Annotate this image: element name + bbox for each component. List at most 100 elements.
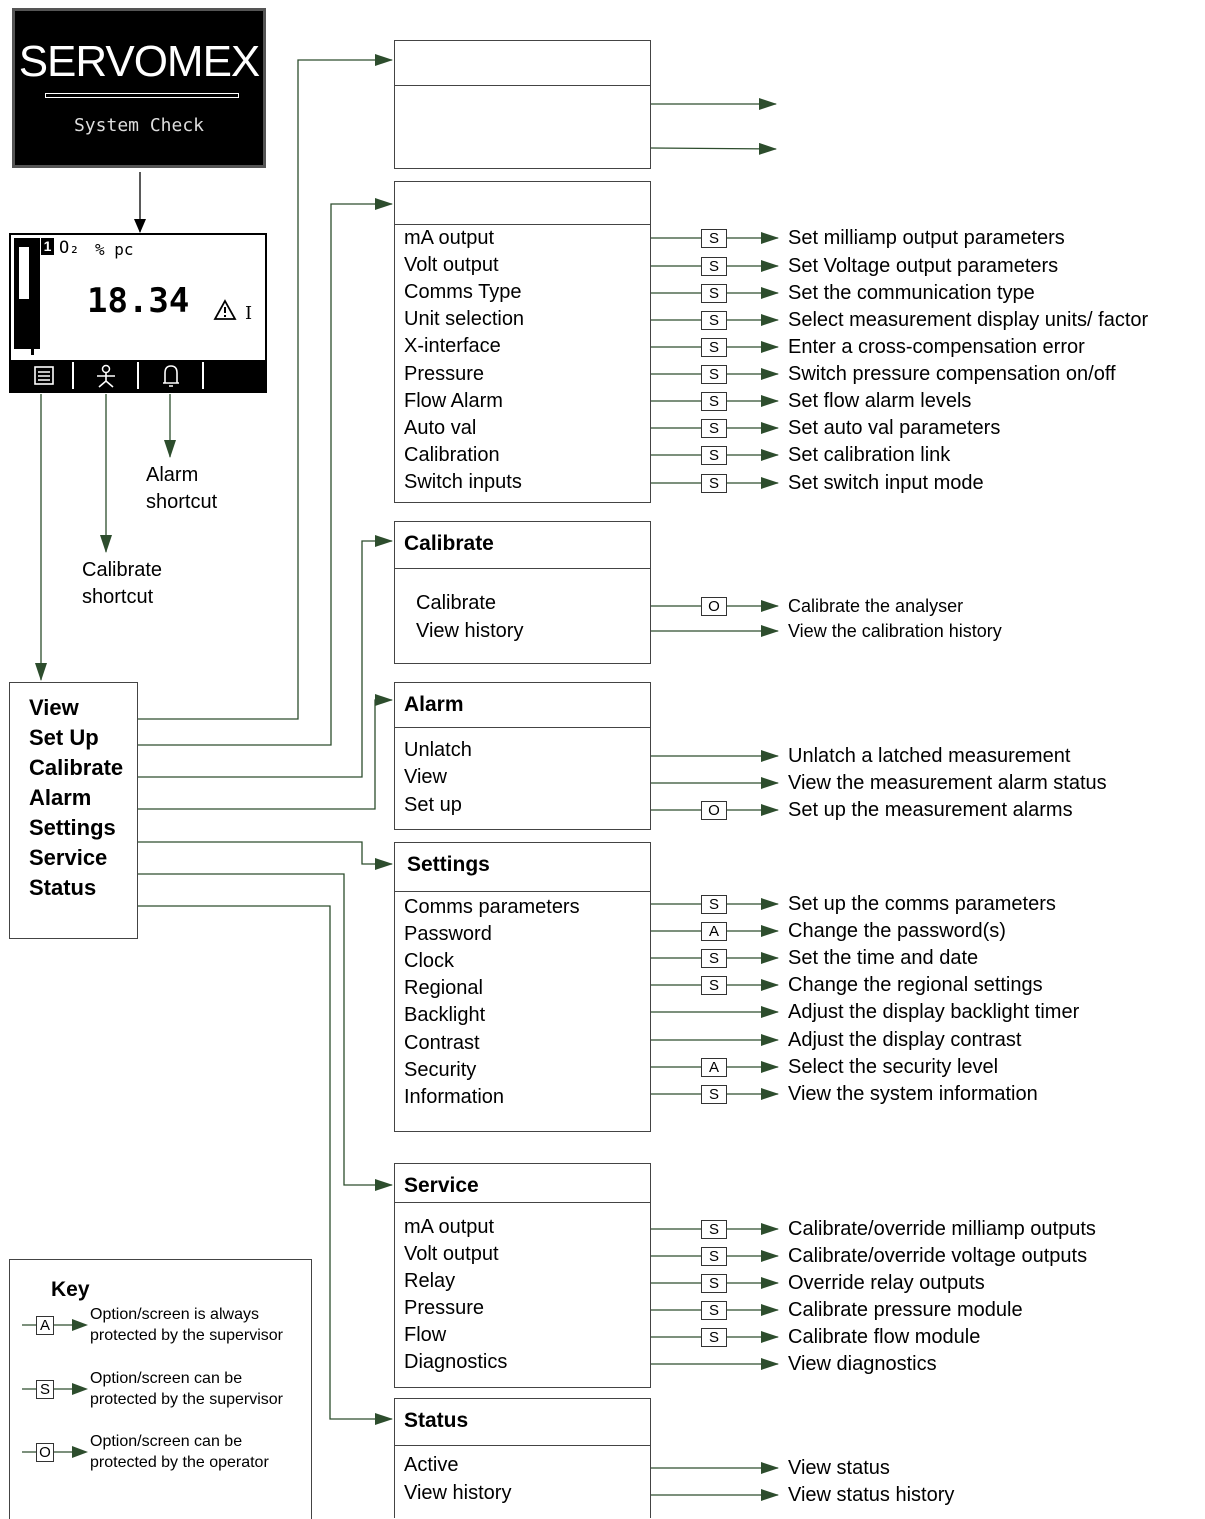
service-menu-title: Service [404, 1174, 479, 1197]
settings-clock-item[interactable]: Clock [404, 950, 455, 972]
service-ma-output-access-tag: S [701, 1220, 727, 1239]
service-pressure-item[interactable]: Pressure [404, 1297, 485, 1319]
settings-information-description: View the system information [788, 1083, 1038, 1105]
status-view-history-item[interactable]: View history [404, 1482, 512, 1504]
setup-pressure-description: Switch pressure compensation on/off [788, 363, 1116, 385]
setup-calibration-item[interactable]: Calibration [404, 444, 500, 466]
setup-ma-output-description: Set milliamp output parameters [788, 227, 1065, 249]
gas-label: O₂ [59, 238, 80, 258]
key-entry-a-arrow [22, 1319, 88, 1331]
bargraph-tick [31, 349, 34, 355]
units-label: % pc [95, 240, 134, 259]
settings-information-item[interactable]: Information [404, 1086, 505, 1108]
setup-pressure-item[interactable]: Pressure [404, 363, 485, 385]
setup-flow-alarm-item[interactable]: Flow Alarm [404, 390, 503, 412]
setup-volt-output-access-tag: S [701, 257, 727, 276]
softkey-calibrate[interactable] [75, 362, 139, 389]
setup-switch-inputs-item[interactable]: Switch inputs [404, 471, 522, 493]
servomex-logo: SERVOMEX [18, 37, 261, 86]
setup-flow-alarm-description: Set flow alarm levels [788, 390, 972, 412]
setup-x-interface-item[interactable]: X-interface [404, 335, 501, 357]
key-entry-a-tag: A [36, 1316, 54, 1335]
service-flow-access-tag: S [701, 1328, 727, 1347]
main-menu-item-view[interactable]: View [29, 695, 79, 720]
splash-subtitle: System Check [73, 115, 205, 136]
setup-auto-val-item[interactable]: Auto val [404, 417, 477, 439]
softkey-alarm[interactable] [140, 362, 204, 389]
main-menu-item-service[interactable]: Service [29, 845, 108, 870]
main-menu-item-calibrate[interactable]: Calibrate [29, 755, 124, 780]
channel-number: 1 [41, 238, 54, 255]
setup-unit-selection-access-tag: S [701, 311, 727, 330]
service-diagnostics-item[interactable]: Diagnostics [404, 1351, 508, 1373]
alarm-view-description: View the measurement alarm status [788, 772, 1107, 794]
alarm-shortcut-label: Alarm shortcut [146, 464, 218, 513]
alarm-unlatch-item[interactable]: Unlatch [404, 739, 472, 761]
key-entry-s-arrow [22, 1383, 88, 1395]
main-menu-item-settings[interactable]: Settings [29, 815, 116, 840]
setup-comms-type-access-tag: S [701, 284, 727, 303]
key-title: Key [51, 1278, 90, 1301]
alarm-menu-box: Alarm [394, 682, 651, 830]
service-relay-access-tag: S [701, 1274, 727, 1293]
setup-comms-type-item[interactable]: Comms Type [404, 281, 522, 303]
status-active-item[interactable]: Active [404, 1454, 459, 1476]
settings-contrast-item[interactable]: Contrast [404, 1032, 480, 1054]
setup-unit-selection-item[interactable]: Unit selection [404, 308, 525, 330]
softkey-menu[interactable] [14, 362, 74, 389]
setup-volt-output-description: Set Voltage output parameters [788, 255, 1059, 277]
person-icon [97, 364, 115, 388]
view-menu-box [394, 40, 651, 169]
service-volt-output-item[interactable]: Volt output [404, 1243, 499, 1265]
settings-regional-description: Change the regional settings [788, 974, 1043, 996]
settings-comms-parameters-item[interactable]: Comms parameters [404, 896, 580, 918]
key-box: Key A Option/screen is always protected b… [9, 1259, 312, 1519]
alarm-menu-title: Alarm [404, 693, 464, 716]
service-ma-output-item[interactable]: mA output [404, 1216, 495, 1238]
service-flow-item[interactable]: Flow [404, 1324, 447, 1346]
calibrate-menu-title: Calibrate [404, 532, 494, 555]
settings-security-item[interactable]: Security [404, 1059, 477, 1081]
settings-contrast-description: Adjust the display contrast [788, 1029, 1022, 1051]
key-entry-a-text: Option/screen is always protected by the… [90, 1306, 283, 1344]
settings-information-access-tag: S [701, 1085, 727, 1104]
service-relay-description: Override relay outputs [788, 1272, 985, 1294]
alarm-set-up-description: Set up the measurement alarms [788, 799, 1073, 821]
calibrate-calibrate-item[interactable]: Calibrate [416, 592, 497, 614]
settings-clock-description: Set the time and date [788, 947, 979, 969]
settings-comms-parameters-access-tag: S [701, 895, 727, 914]
setup-pressure-access-tag: S [701, 365, 727, 384]
settings-security-access-tag: A [701, 1058, 727, 1077]
main-menu-item-status[interactable]: Status [29, 875, 97, 900]
main-menu-item-alarm[interactable]: Alarm [29, 785, 92, 810]
softkey-blank[interactable] [205, 362, 263, 389]
setup-ma-output-item[interactable]: mA output [404, 227, 495, 249]
settings-regional-item[interactable]: Regional [404, 977, 483, 999]
service-pressure-access-tag: S [701, 1301, 727, 1320]
status-view-history-description: View status history [788, 1484, 955, 1506]
alarm-set-up-access-tag: O [701, 801, 727, 820]
alarm-view-item[interactable]: View [404, 766, 447, 788]
service-volt-output-access-tag: S [701, 1247, 727, 1266]
setup-volt-output-item[interactable]: Volt output [404, 254, 499, 276]
setup-calibration-access-tag: S [701, 446, 727, 465]
key-entry-s-tag: S [36, 1380, 54, 1399]
service-volt-output-description: Calibrate/override voltage outputs [788, 1245, 1088, 1267]
alarm-set-up-item[interactable]: Set up [404, 794, 462, 816]
service-pressure-description: Calibrate pressure module [788, 1299, 1023, 1321]
calibrate-calibrate-description: Calibrate the analyser [788, 596, 964, 616]
key-entry-o-text: Option/screen can be protected by the op… [90, 1433, 269, 1471]
service-relay-item[interactable]: Relay [404, 1270, 456, 1292]
settings-menu-box: Settings [394, 842, 651, 1132]
setup-flow-alarm-access-tag: S [701, 392, 727, 411]
setup-menu-box [394, 181, 651, 503]
settings-backlight-item[interactable]: Backlight [404, 1004, 486, 1026]
calibrate-calibrate-access-tag: O [701, 597, 727, 616]
calibrate-view-history-item[interactable]: View history [416, 620, 524, 642]
settings-password-item[interactable]: Password [404, 923, 492, 945]
main-menu-item-set-up[interactable]: Set Up [29, 725, 99, 750]
service-flow-description: Calibrate flow module [788, 1326, 981, 1348]
settings-password-description: Change the password(s) [788, 920, 1006, 942]
status-menu-title: Status [404, 1409, 469, 1432]
